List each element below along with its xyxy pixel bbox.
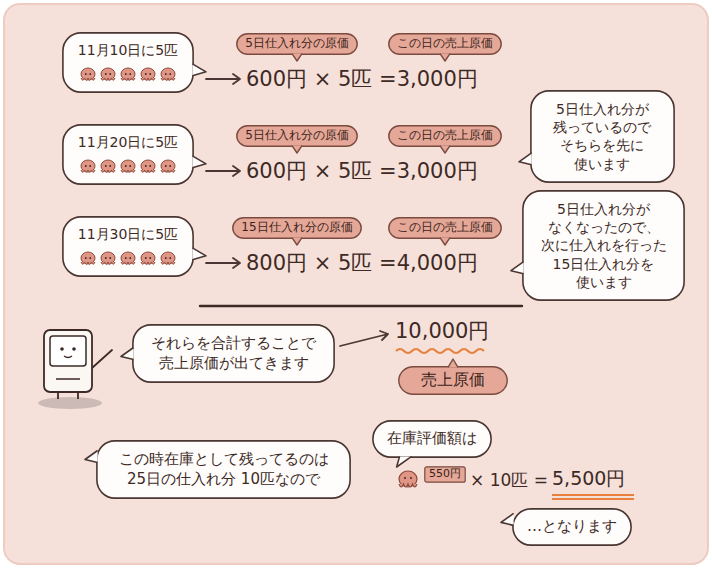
arrow — [340, 331, 388, 346]
cost-formula: 600円 × 5匹 =3,000円 — [246, 158, 478, 184]
octopus-row — [81, 252, 175, 264]
arrow — [206, 258, 240, 268]
speech-bubble: それらを合計することで 売上原価が出てきます — [132, 324, 335, 383]
node-text: 売上原価 — [408, 370, 498, 391]
cost-tag: この日の売上原価 — [388, 33, 502, 55]
bubble-shape — [62, 32, 194, 93]
node-text: 11月30日に5匹 — [72, 225, 184, 243]
panel — [4, 4, 708, 564]
price-tag: 550円 — [424, 466, 466, 483]
octopus-icon — [399, 471, 417, 487]
speech-bubble: この時在庫として残ってるのは 25日の仕入れ分 10匹なので — [96, 440, 351, 499]
cost-tag: 5日仕入れ分の原価 — [236, 125, 358, 147]
wavy-underline — [396, 349, 484, 353]
speech-bubble: 在庫評価額は — [372, 420, 492, 458]
cost-tag: この日の売上原価 — [388, 125, 502, 147]
cost-tag: 5日仕入れ分の原価 — [236, 33, 358, 55]
double-underline — [552, 495, 634, 499]
node-text: この時在庫として残ってるのは 25日の仕入れ分 10匹なので — [111, 450, 336, 489]
speech-bubble: …となります — [512, 508, 632, 546]
divider-line — [200, 305, 522, 307]
node-text: それらを合計することで 売上原価が出てきます — [147, 334, 320, 373]
node-text: 11月10日に5匹 — [72, 41, 184, 59]
node-text: 5日仕入れ分の原価 — [244, 128, 350, 144]
node-text: 5日仕入れ分が なくなったので、 次に仕入れを行った 15日仕入れ分を 使います — [537, 200, 670, 291]
computer-character — [38, 330, 112, 409]
node-text: …となります — [526, 517, 618, 537]
cost-formula: 800円 × 5匹 =4,000円 — [246, 250, 478, 276]
bubble-shape — [62, 216, 194, 277]
bubble-shape — [62, 124, 194, 185]
arrow — [206, 74, 240, 84]
note-bubble: 5日仕入れ分が なくなったので、 次に仕入れを行った 15日仕入れ分を 使います — [522, 190, 685, 301]
stock-amount: 5,500円 — [552, 467, 625, 491]
octopus-row — [81, 68, 175, 80]
node-text: 550円 — [428, 467, 462, 481]
total-amount: 10,000円 — [395, 318, 489, 344]
date-bubble: 11月20日に5匹 — [62, 124, 194, 185]
stock-formula: × 10匹 = — [470, 470, 548, 491]
note-bubble: 5日仕入れ分が 残っているので そちらを先に 使います — [530, 90, 675, 183]
node-text: 在庫評価額は — [386, 429, 478, 449]
node-text: この日の売上原価 — [396, 220, 494, 236]
node-text: 5日仕入れ分の原価 — [244, 36, 350, 52]
cost-formula: 600円 × 5匹 =3,000円 — [246, 66, 478, 92]
node-text: この日の売上原価 — [396, 128, 494, 144]
node-text: 5日仕入れ分が 残っているので そちらを先に 使います — [545, 100, 660, 173]
total-tag: 売上原価 — [398, 366, 508, 395]
node-text: この日の売上原価 — [396, 36, 494, 52]
date-bubble: 11月30日に5匹 — [62, 216, 194, 277]
cost-tag: 15日仕入れ分の原価 — [232, 217, 362, 239]
cost-tag: この日の売上原価 — [388, 217, 502, 239]
date-bubble: 11月10日に5匹 — [62, 32, 194, 93]
node-text: 15日仕入れ分の原価 — [240, 220, 354, 236]
octopus-row — [81, 160, 175, 172]
node-text: 11月20日に5匹 — [72, 133, 184, 151]
arrow — [206, 166, 240, 176]
